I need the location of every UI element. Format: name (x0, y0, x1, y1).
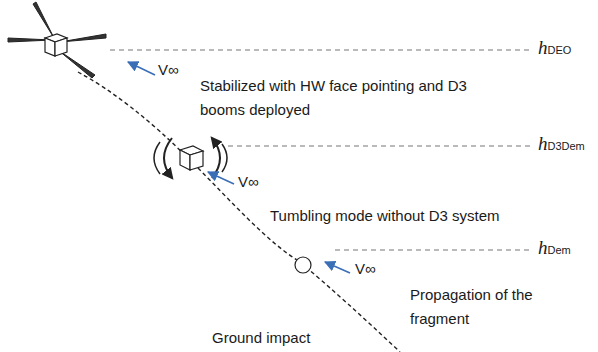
ground-note: Ground impact (212, 326, 310, 350)
fragment-circle (295, 257, 311, 273)
altitude-label: hDEO (538, 38, 571, 60)
tumbling-cube (154, 138, 227, 178)
velocity-arrow (208, 172, 234, 184)
velocity-label: V∞ (355, 257, 376, 281)
velocity-label: V∞ (238, 170, 259, 194)
velocity-arrow (325, 262, 350, 273)
phase-note: Propagation of the fragment (410, 283, 550, 331)
altitude-line (228, 145, 532, 146)
altitude-line (335, 249, 532, 250)
phase-note: Stabilized with HW face pointing and D3 … (200, 74, 468, 122)
altitude-label: hD3Dem (538, 134, 585, 156)
phase-note: Tumbling mode without D3 system (270, 204, 500, 228)
velocity-label: V∞ (158, 58, 179, 82)
altitude-label: hDem (538, 238, 571, 260)
satellite (8, 2, 106, 78)
velocity-arrow (128, 62, 155, 75)
altitude-line (110, 49, 532, 50)
